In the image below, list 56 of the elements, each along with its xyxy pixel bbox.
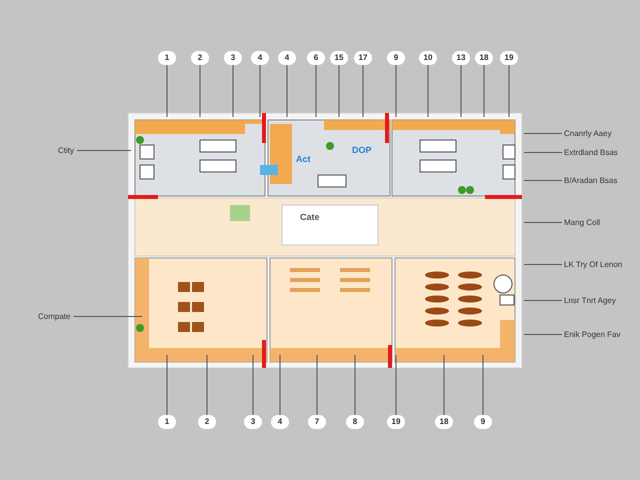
part-label: Extrdland Bsas xyxy=(564,148,624,157)
leader-line xyxy=(338,64,340,118)
leader-line xyxy=(524,222,562,223)
leader-line xyxy=(252,354,254,416)
leader-line xyxy=(166,354,168,416)
leader-line xyxy=(232,64,234,118)
callout-number: 17 xyxy=(354,51,372,65)
leader-line xyxy=(524,133,562,134)
leader-line xyxy=(72,316,142,317)
room-label: Cate xyxy=(300,212,320,222)
part-label: Lnsr Tnrt Agey xyxy=(564,296,624,305)
part-label: B/Aradan Bsas xyxy=(564,176,624,185)
part-label: Ctity xyxy=(58,146,74,155)
part-label: Compate xyxy=(38,312,70,321)
callout-number: 18 xyxy=(435,415,453,429)
callout-number: 1 xyxy=(158,51,176,65)
callout-number: 6 xyxy=(307,51,325,65)
leader-line xyxy=(354,354,356,416)
leader-line xyxy=(166,64,168,118)
callout-number: 19 xyxy=(500,51,518,65)
room-label: Act xyxy=(296,154,311,164)
callout-number: 4 xyxy=(278,51,296,65)
leader-line xyxy=(524,180,562,181)
callout-number: 15 xyxy=(330,51,348,65)
part-label: Enik Pogen Fav xyxy=(564,330,624,339)
room-label: DOP xyxy=(352,145,372,155)
leader-line xyxy=(286,64,288,118)
callout-number: 2 xyxy=(198,415,216,429)
callout-number: 4 xyxy=(251,51,269,65)
callout-number: 9 xyxy=(387,51,405,65)
leader-line xyxy=(460,64,462,118)
callout-number: 7 xyxy=(308,415,326,429)
leader-line xyxy=(508,64,510,118)
leader-line xyxy=(316,354,318,416)
leader-line xyxy=(76,150,132,151)
callout-number: 4 xyxy=(271,415,289,429)
callout-number: 10 xyxy=(419,51,437,65)
callout-number: 1 xyxy=(158,415,176,429)
callout-number: 8 xyxy=(346,415,364,429)
part-label: Mang Coll xyxy=(564,218,624,227)
leader-line xyxy=(524,300,562,301)
callout-number: 3 xyxy=(224,51,242,65)
leader-line xyxy=(524,264,562,265)
leader-line xyxy=(206,354,208,416)
leader-line xyxy=(524,152,562,153)
callout-number: 2 xyxy=(191,51,209,65)
callout-number: 3 xyxy=(244,415,262,429)
callout-number: 13 xyxy=(452,51,470,65)
callout-number: 19 xyxy=(387,415,405,429)
leader-line xyxy=(362,64,364,118)
leader-line xyxy=(524,334,562,335)
callout-number: 9 xyxy=(474,415,492,429)
leader-line xyxy=(482,354,484,416)
part-label: Cnanrly Aaey xyxy=(564,129,624,138)
callout-number: 18 xyxy=(475,51,493,65)
part-label: LK Try Of Lenon xyxy=(564,260,624,269)
